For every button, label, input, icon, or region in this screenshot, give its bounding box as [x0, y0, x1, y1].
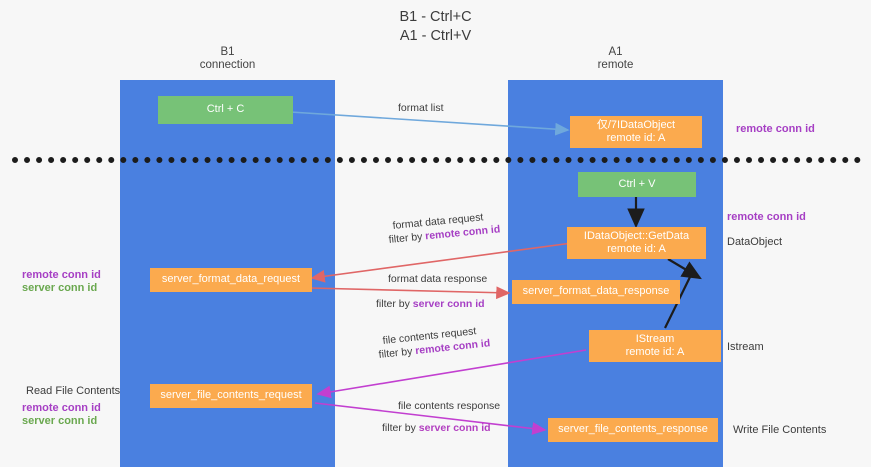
side-label-read-file-contents: Read File Contents — [26, 385, 121, 397]
node-data-object-remote[interactable]: 仅/7IDataObject remote id: A — [570, 116, 702, 148]
node-idataobject-getdata[interactable]: IDataObject::GetData remote id: A — [567, 227, 706, 259]
node-server-file-contents-request-label: server_file_contents_request — [160, 389, 302, 402]
filter-key-server-conn-id-1: server conn id — [412, 298, 485, 310]
filter-prefix-3: filter by — [378, 345, 416, 361]
node-server-file-contents-response-label: server_file_contents_response — [558, 423, 708, 436]
edge-label-file-contents-response: file contents response — [398, 400, 501, 412]
node-ctrl-v[interactable]: Ctrl + V — [578, 172, 696, 197]
side-label-istream: Istream — [727, 341, 764, 353]
filter-prefix-2: filter by — [376, 298, 413, 310]
edge-label-format-list: format list — [398, 102, 444, 114]
side-label-left-server-conn-id-bottom: server conn id — [22, 415, 98, 427]
title-line-2: A1 - Ctrl+V — [399, 28, 472, 44]
side-label-left-server-conn-id-mid: server conn id — [22, 282, 98, 294]
lane-header-a1-name: A1 — [608, 46, 623, 58]
node-ctrl-c[interactable]: Ctrl + C — [158, 96, 293, 124]
side-label-left-remote-conn-id-bottom: remote conn id — [22, 402, 101, 414]
node-server-format-data-response-label: server_format_data_response — [522, 285, 670, 298]
node-data-object-remote-line2: remote id: A — [606, 132, 666, 144]
lane-header-b1-role: connection — [199, 59, 256, 71]
lane-header-a1-role: remote — [597, 59, 634, 71]
node-idataobject-getdata-line2: remote id: A — [607, 243, 666, 255]
edge-label-file-contents-response-filter: filter by server conn id — [382, 421, 491, 435]
node-idataobject-getdata-line1: IDataObject::GetData — [583, 229, 690, 242]
edge-label-format-data-response-filter: filter by server conn id — [376, 297, 485, 311]
phase-divider — [12, 157, 861, 163]
node-ctrl-c-label: Ctrl + C — [206, 103, 245, 116]
filter-prefix-4: filter by — [382, 422, 419, 434]
edge-label-format-data-response: format data response — [388, 273, 488, 285]
node-server-format-data-request[interactable]: server_format_data_request — [150, 268, 312, 292]
node-istream-line1: IStream — [635, 332, 675, 345]
diagram-title: B1 - Ctrl+C A1 - Ctrl+V — [0, 8, 871, 46]
side-label-write-file-contents: Write File Contents — [733, 424, 827, 436]
node-istream-line2: remote id: A — [625, 346, 685, 358]
filter-prefix-1: filter by — [388, 230, 426, 246]
node-server-file-contents-request[interactable]: server_file_contents_request — [150, 384, 312, 408]
node-server-file-contents-response[interactable]: server_file_contents_response — [548, 418, 718, 442]
lane-header-a1: A1 remote — [508, 46, 723, 72]
side-label-remote-conn-id-mid: remote conn id — [727, 211, 806, 223]
node-server-format-data-request-label: server_format_data_request — [161, 273, 301, 286]
side-label-remote-conn-id-top: remote conn id — [736, 123, 815, 135]
node-istream[interactable]: IStream remote id: A — [589, 330, 721, 362]
filter-key-server-conn-id-2: server conn id — [418, 422, 491, 434]
lane-header-b1: B1 connection — [120, 46, 335, 72]
node-data-object-remote-line1: 仅/7IDataObject — [596, 118, 676, 131]
node-ctrl-v-label: Ctrl + V — [618, 177, 656, 190]
side-label-dataobject: DataObject — [727, 236, 783, 248]
side-label-left-remote-conn-id-mid: remote conn id — [22, 269, 101, 281]
node-server-format-data-response[interactable]: server_format_data_response — [512, 280, 680, 304]
title-line-1: B1 - Ctrl+C — [399, 9, 472, 25]
lane-header-b1-name: B1 — [220, 46, 235, 58]
